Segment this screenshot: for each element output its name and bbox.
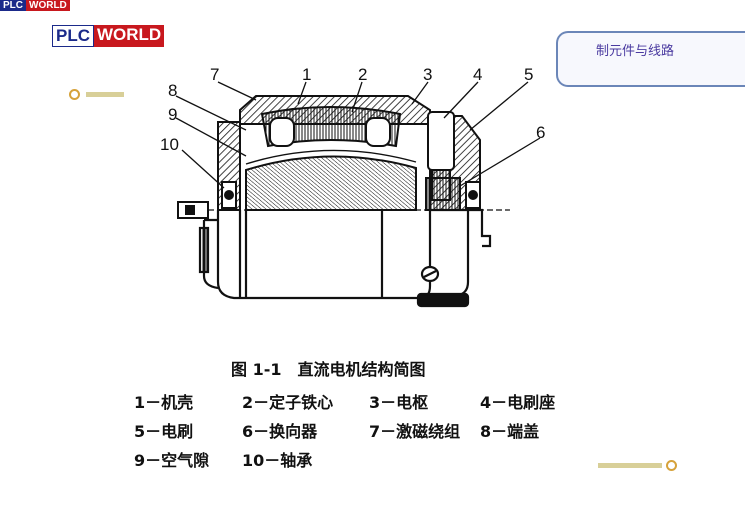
label-8: 8 — [168, 81, 177, 100]
legend-item: 9－空气隙 — [134, 451, 210, 470]
bar-decoration-right — [598, 463, 662, 468]
label-6: 6 — [536, 123, 545, 142]
legend-item: 5－电刷 — [134, 422, 194, 441]
legend-row: 1－机壳 2－定子铁心 3－电枢 4－电刷座 — [134, 389, 555, 413]
section-tab-title: 制元件与线路 — [596, 44, 675, 59]
logo-small-plc: PLC — [0, 0, 26, 11]
bar-decoration-left — [86, 92, 124, 97]
legend-item: 6－换向器 — [242, 422, 318, 441]
plc-world-logo-small: PLC WORLD — [0, 0, 70, 11]
logo-plc: PLC — [52, 25, 94, 47]
legend-item: 8－端盖 — [480, 422, 540, 441]
motor-cross-section — [217, 95, 481, 211]
label-9: 9 — [168, 105, 177, 124]
dc-motor-diagram: 7 1 2 3 4 5 8 9 6 10 — [160, 65, 545, 308]
legend-item: 3－电枢 — [369, 393, 429, 412]
section-tab — [556, 31, 745, 87]
ring-decoration-left — [69, 89, 80, 100]
legend-item: 2－定子铁心 — [242, 393, 334, 412]
label-1: 1 — [302, 65, 311, 84]
legend-item: 4－电刷座 — [480, 393, 556, 412]
label-7: 7 — [210, 65, 219, 84]
motor-shaft — [177, 201, 510, 219]
label-5: 5 — [524, 65, 533, 84]
legend-item: 10－轴承 — [242, 451, 313, 470]
plc-world-logo: PLC WORLD — [52, 25, 165, 47]
figure-caption: 图 1-1 直流电机结构简图 — [231, 360, 426, 379]
ring-decoration-right — [666, 460, 677, 471]
legend-item: 7－激磁绕组 — [369, 422, 461, 441]
logo-world: WORLD — [94, 25, 165, 47]
legend-row: 5－电刷 6－换向器 7－激磁绕组 8－端盖 — [134, 418, 539, 442]
leader-lines — [175, 81, 541, 189]
motor-body — [198, 208, 492, 308]
legend-item: 1－机壳 — [134, 393, 194, 412]
label-2: 2 — [358, 65, 367, 84]
label-4: 4 — [473, 65, 482, 84]
label-10: 10 — [160, 135, 179, 154]
legend-row: 9－空气隙 10－轴承 — [134, 447, 312, 471]
logo-small-world: WORLD — [26, 0, 70, 11]
label-3: 3 — [423, 65, 432, 84]
